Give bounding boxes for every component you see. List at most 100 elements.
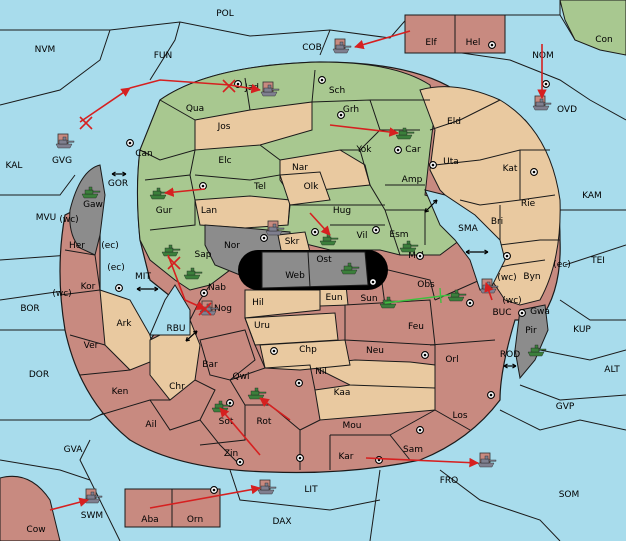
sea-connector-icon — [424, 199, 438, 213]
move-order-arrow — [365, 457, 479, 468]
supply-center-icon — [369, 278, 377, 286]
land-label: Ver — [84, 341, 99, 351]
land-label: Los — [452, 411, 467, 421]
move-order-arrow — [329, 124, 399, 137]
sea-label: KAM — [582, 191, 602, 201]
move-order-arrow — [354, 30, 411, 50]
move-order-arrow — [129, 79, 261, 94]
land-label: Qua — [186, 104, 204, 114]
sea-label: KAL — [6, 161, 23, 171]
failed-order-mark — [167, 256, 181, 270]
land-rose-inland — [199, 299, 436, 381]
land-label: Hil — [252, 298, 264, 308]
land-label: Nar — [292, 163, 308, 173]
land-label: Pir — [525, 326, 537, 336]
land-label: Qwi — [233, 372, 250, 382]
supply-center-icon — [199, 182, 207, 190]
land-label: Grh — [343, 105, 359, 115]
move-order-arrow — [149, 484, 261, 509]
move-order-arrow — [219, 407, 261, 456]
fleet-icon[interactable] — [332, 38, 352, 54]
fleet-icon[interactable] — [265, 220, 285, 236]
fleet-icon[interactable] — [55, 133, 75, 149]
coast-tag: (wc) — [497, 273, 516, 283]
land-label: Orl — [445, 355, 458, 365]
sea-connector-icon — [185, 330, 198, 342]
failed-order-mark — [79, 116, 93, 130]
land-label: Sch — [329, 86, 345, 96]
sea-label: BOR — [20, 304, 39, 314]
land-label: Nil — [315, 367, 327, 377]
supply-center-icon — [416, 252, 424, 260]
land-label: Sap — [195, 250, 212, 260]
sea-label: GVP — [556, 402, 575, 412]
sea-label: RBU — [166, 324, 185, 334]
supply-center-icon — [210, 486, 218, 494]
sea-label: NVM — [35, 45, 56, 55]
sea-connector-icon — [111, 171, 127, 177]
land-label: Hel — [466, 38, 481, 48]
land-label: Elf — [425, 38, 437, 48]
sea-label: SWM — [81, 511, 103, 521]
land-label: Esm — [389, 230, 408, 240]
sea-connector-icon — [503, 363, 517, 369]
supply-center-icon — [270, 347, 278, 355]
sea-label: DOR — [29, 370, 49, 380]
supply-center-icon — [503, 252, 511, 260]
land-label: Olk — [304, 182, 320, 192]
land-label: Ken — [112, 387, 129, 397]
land-label: Nor — [224, 241, 240, 251]
sea-label: GVG — [52, 156, 72, 166]
land-label: Uta — [443, 157, 459, 167]
land-east-band — [419, 86, 561, 306]
supply-center-icon — [115, 284, 123, 292]
land-label: Lan — [201, 206, 217, 216]
sea-label: Cow — [26, 525, 45, 535]
move-order-arrow — [49, 497, 89, 511]
supply-center-icon — [236, 458, 244, 466]
sea-label: KUP — [573, 325, 591, 335]
land-label: Nab — [208, 283, 226, 293]
move-order-arrow — [79, 87, 131, 123]
land-label: Rot — [257, 417, 272, 427]
move-order-arrow — [259, 397, 291, 421]
land-label: Yok — [355, 145, 372, 155]
land-label: Sot — [219, 417, 234, 427]
land-web-ost — [261, 251, 369, 289]
failed-order-mark — [198, 302, 212, 316]
fleet-icon[interactable] — [260, 81, 280, 97]
sea-label: ROD — [500, 350, 520, 360]
move-order-arrow — [484, 282, 494, 301]
land-label: Chp — [299, 345, 317, 355]
sea-label: COB — [302, 43, 322, 53]
land-label: Feu — [408, 322, 424, 332]
fleet-icon[interactable] — [477, 452, 497, 468]
sea-connector-icon — [136, 286, 159, 292]
land-label: Eun — [325, 293, 342, 303]
supply-center-icon — [429, 161, 437, 169]
land-label: Rie — [521, 199, 536, 209]
land-label: Kat — [503, 164, 518, 174]
move-order-arrow — [167, 254, 206, 310]
land-label: Ark — [116, 319, 132, 329]
land-label: Sam — [403, 445, 423, 455]
land-label: Tel — [253, 182, 266, 192]
land-gaw — [69, 164, 106, 256]
land-label: Neu — [366, 346, 384, 356]
support-order-line — [384, 294, 451, 304]
sea-label: MIT — [135, 272, 151, 282]
sea-label: GOR — [108, 179, 128, 189]
sea-label: FUN — [154, 51, 173, 61]
sea-label: ALT — [604, 365, 620, 375]
fleet-icon[interactable] — [83, 488, 103, 504]
move-order-arrow — [309, 212, 331, 236]
land-label: Can — [135, 149, 153, 159]
land-label: Ail — [145, 420, 156, 430]
land-label: Bar — [202, 360, 218, 370]
sea-label: BUC — [492, 308, 511, 318]
supply-center-icon — [260, 234, 268, 242]
land-label: Bri — [491, 217, 503, 227]
coast-tag: (ec) — [101, 241, 119, 251]
